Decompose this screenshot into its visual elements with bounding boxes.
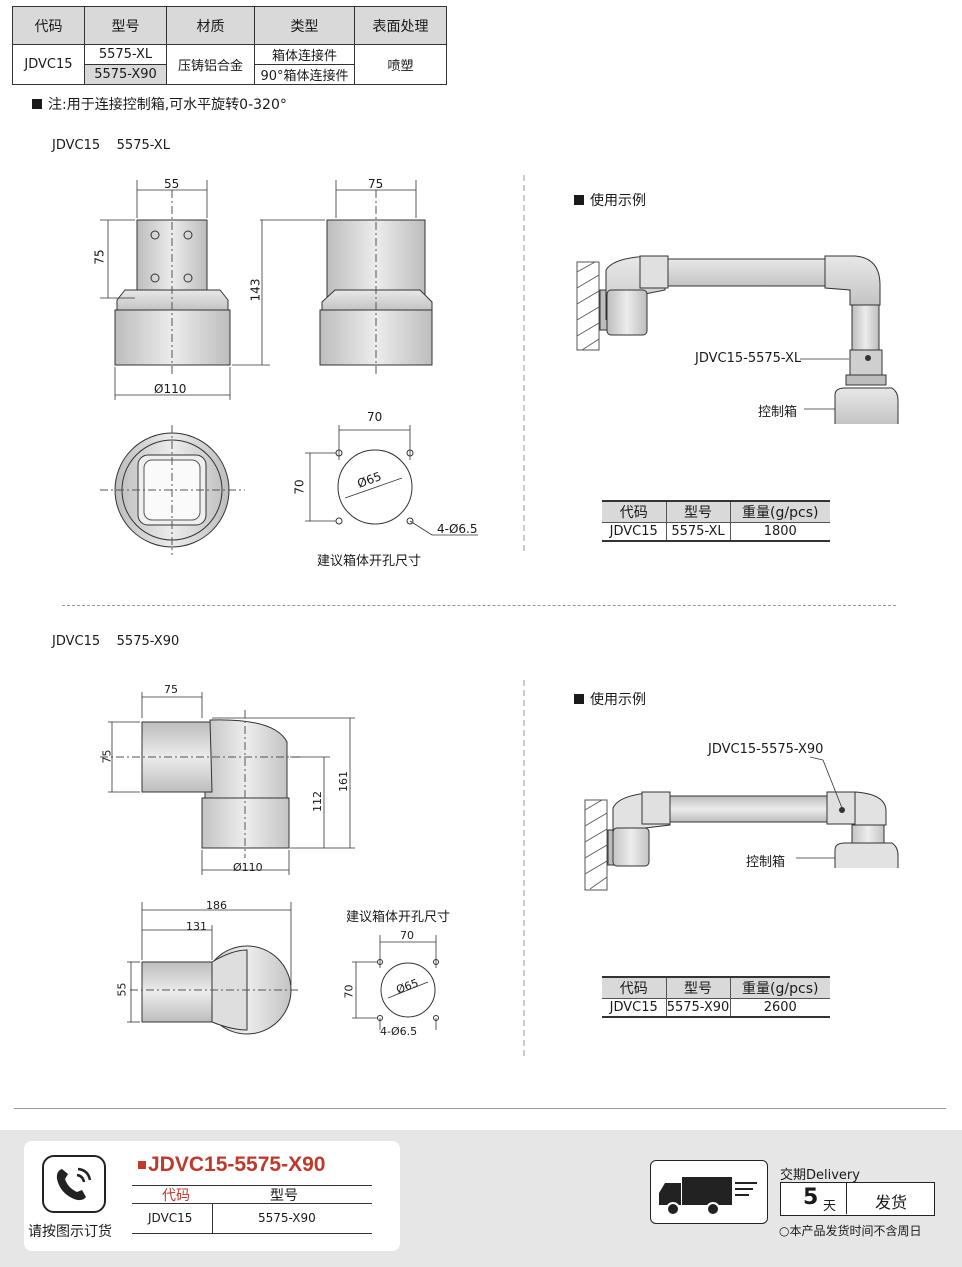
weight-code: JDVC15: [602, 522, 666, 542]
spec-header-type: 类型: [254, 6, 355, 45]
spec-type-1: 箱体连接件: [254, 44, 355, 65]
order-model: 5575-X90: [258, 1211, 316, 1225]
weight-code-x90: JDVC15: [602, 998, 666, 1018]
usage-title-xl: 使用示例: [574, 190, 646, 210]
front-view-xl: [100, 180, 231, 400]
delivery-unit: 天: [823, 1199, 837, 1214]
section1-title: JDVC15 5575-XL: [52, 138, 170, 153]
hole-pattern-xl: [305, 425, 478, 536]
section-divider: [62, 605, 896, 606]
order-col-model: 型号: [270, 1188, 298, 1204]
hole-dim-70-x90-h: 70: [342, 984, 356, 999]
callout-box-x90: 控制箱: [746, 855, 786, 870]
usage-title-x90: 使用示例: [574, 689, 646, 709]
weight-table-xl: 代码 型号 重量(g/pcs) JDVC15 5575-XL 1800: [602, 500, 830, 542]
weight-value: 1800: [729, 522, 830, 542]
delivery-days: 5: [803, 1185, 819, 1210]
section2-drawings: [100, 680, 899, 1060]
delivery-action: 发货: [875, 1193, 908, 1212]
weight-model-x90: 5575-X90: [665, 998, 730, 1018]
dim-143: 143: [248, 278, 263, 302]
order-code: JDVC15: [148, 1211, 193, 1225]
order-title-marker: [138, 1161, 146, 1169]
order-caption: 请按图示订货: [28, 1224, 112, 1240]
weight-header-weight-x90: 重量(g/pcs): [729, 976, 830, 999]
spec-table: 代码 型号 材质 类型 表面处理 JDVC15 5575-XL 压铸铝合金 箱体…: [12, 6, 447, 85]
weight-table-x90: 代码 型号 重量(g/pcs) JDVC15 5575-X90 2600: [602, 976, 830, 1018]
order-card: 请按图示订货 JDVC15-5575-X90 代码 型号 JDVC15 5575…: [24, 1141, 400, 1251]
spec-model-1: 5575-XL: [84, 44, 167, 65]
callout-part-xl: JDVC15-5575-XL: [695, 351, 802, 366]
order-title: JDVC15-5575-X90: [148, 1153, 326, 1176]
weight-header-code: 代码: [602, 500, 666, 523]
spec-header-material: 材质: [166, 6, 255, 45]
hole-dim-70-h: 70: [292, 479, 307, 495]
weight-model: 5575-XL: [665, 522, 730, 542]
dim-75: 75: [368, 177, 384, 191]
dim-131: 131: [186, 920, 207, 933]
callout-part-x90: JDVC15-5575-X90: [708, 742, 824, 757]
bullet-square-icon: [32, 99, 42, 109]
dim-110: Ø110: [154, 382, 187, 396]
dim-55-x90: 55: [115, 982, 129, 997]
side-view-xl: [232, 180, 433, 375]
delivery-label: 交期Delivery: [780, 1168, 860, 1183]
usage-example-x90: [584, 756, 899, 891]
spec-type-2: 90°箱体连接件: [254, 64, 355, 85]
hole-dim-70-x90: 70: [400, 929, 414, 942]
usage-example-xl: [576, 255, 899, 424]
spec-surface: 喷塑: [354, 44, 447, 85]
front-view-x90: [100, 692, 355, 875]
section1-drawings: [100, 175, 899, 555]
weight-value-x90: 2600: [729, 998, 830, 1018]
truck-icon: [650, 1160, 768, 1224]
hole-caption-xl: 建议箱体开孔尺寸: [317, 554, 422, 569]
dim-112: 112: [311, 791, 324, 812]
spec-code: JDVC15: [12, 44, 85, 85]
hole-dim-70: 70: [367, 410, 383, 424]
hole-dim-holes-x90: 4-Ø6.5: [380, 1025, 418, 1038]
spec-header-model: 型号: [84, 6, 167, 45]
dim-75-h: 75: [92, 249, 107, 265]
spec-model-2: 5575-X90: [84, 64, 167, 85]
footer-rule: [14, 1108, 946, 1109]
weight-header-model-x90: 型号: [665, 976, 730, 999]
spec-header-code: 代码: [12, 6, 85, 45]
hole-dim-holes: 4-Ø6.5: [437, 522, 478, 536]
weight-header-model: 型号: [665, 500, 730, 523]
dim-161: 161: [337, 771, 350, 792]
note: 注:用于连接控制箱,可水平旋转0-320°: [32, 94, 287, 114]
top-view-x90: [127, 902, 300, 1035]
phone-icon: [42, 1155, 106, 1213]
callout-box-xl: 控制箱: [758, 405, 798, 420]
dim-55: 55: [164, 177, 180, 191]
spec-material: 压铸铝合金: [166, 44, 255, 85]
top-view-xl: [100, 425, 245, 555]
order-col-code: 代码: [162, 1188, 190, 1204]
dim-75-x90-h: 75: [100, 749, 114, 764]
spec-header-surface: 表面处理: [354, 6, 447, 45]
dim-75-x90: 75: [164, 683, 178, 696]
delivery-box: 5 天 发货: [780, 1182, 935, 1216]
dim-186: 186: [206, 899, 227, 912]
weight-header-weight: 重量(g/pcs): [729, 500, 830, 523]
dim-110-x90: Ø110: [233, 861, 263, 874]
hole-caption-x90: 建议箱体开孔尺寸: [346, 910, 451, 925]
section2-title: JDVC15 5575-X90: [52, 634, 180, 649]
delivery-note: ○本产品发货时间不含周日: [779, 1224, 922, 1238]
weight-header-code-x90: 代码: [602, 976, 666, 999]
hole-pattern-x90: [352, 935, 439, 1030]
